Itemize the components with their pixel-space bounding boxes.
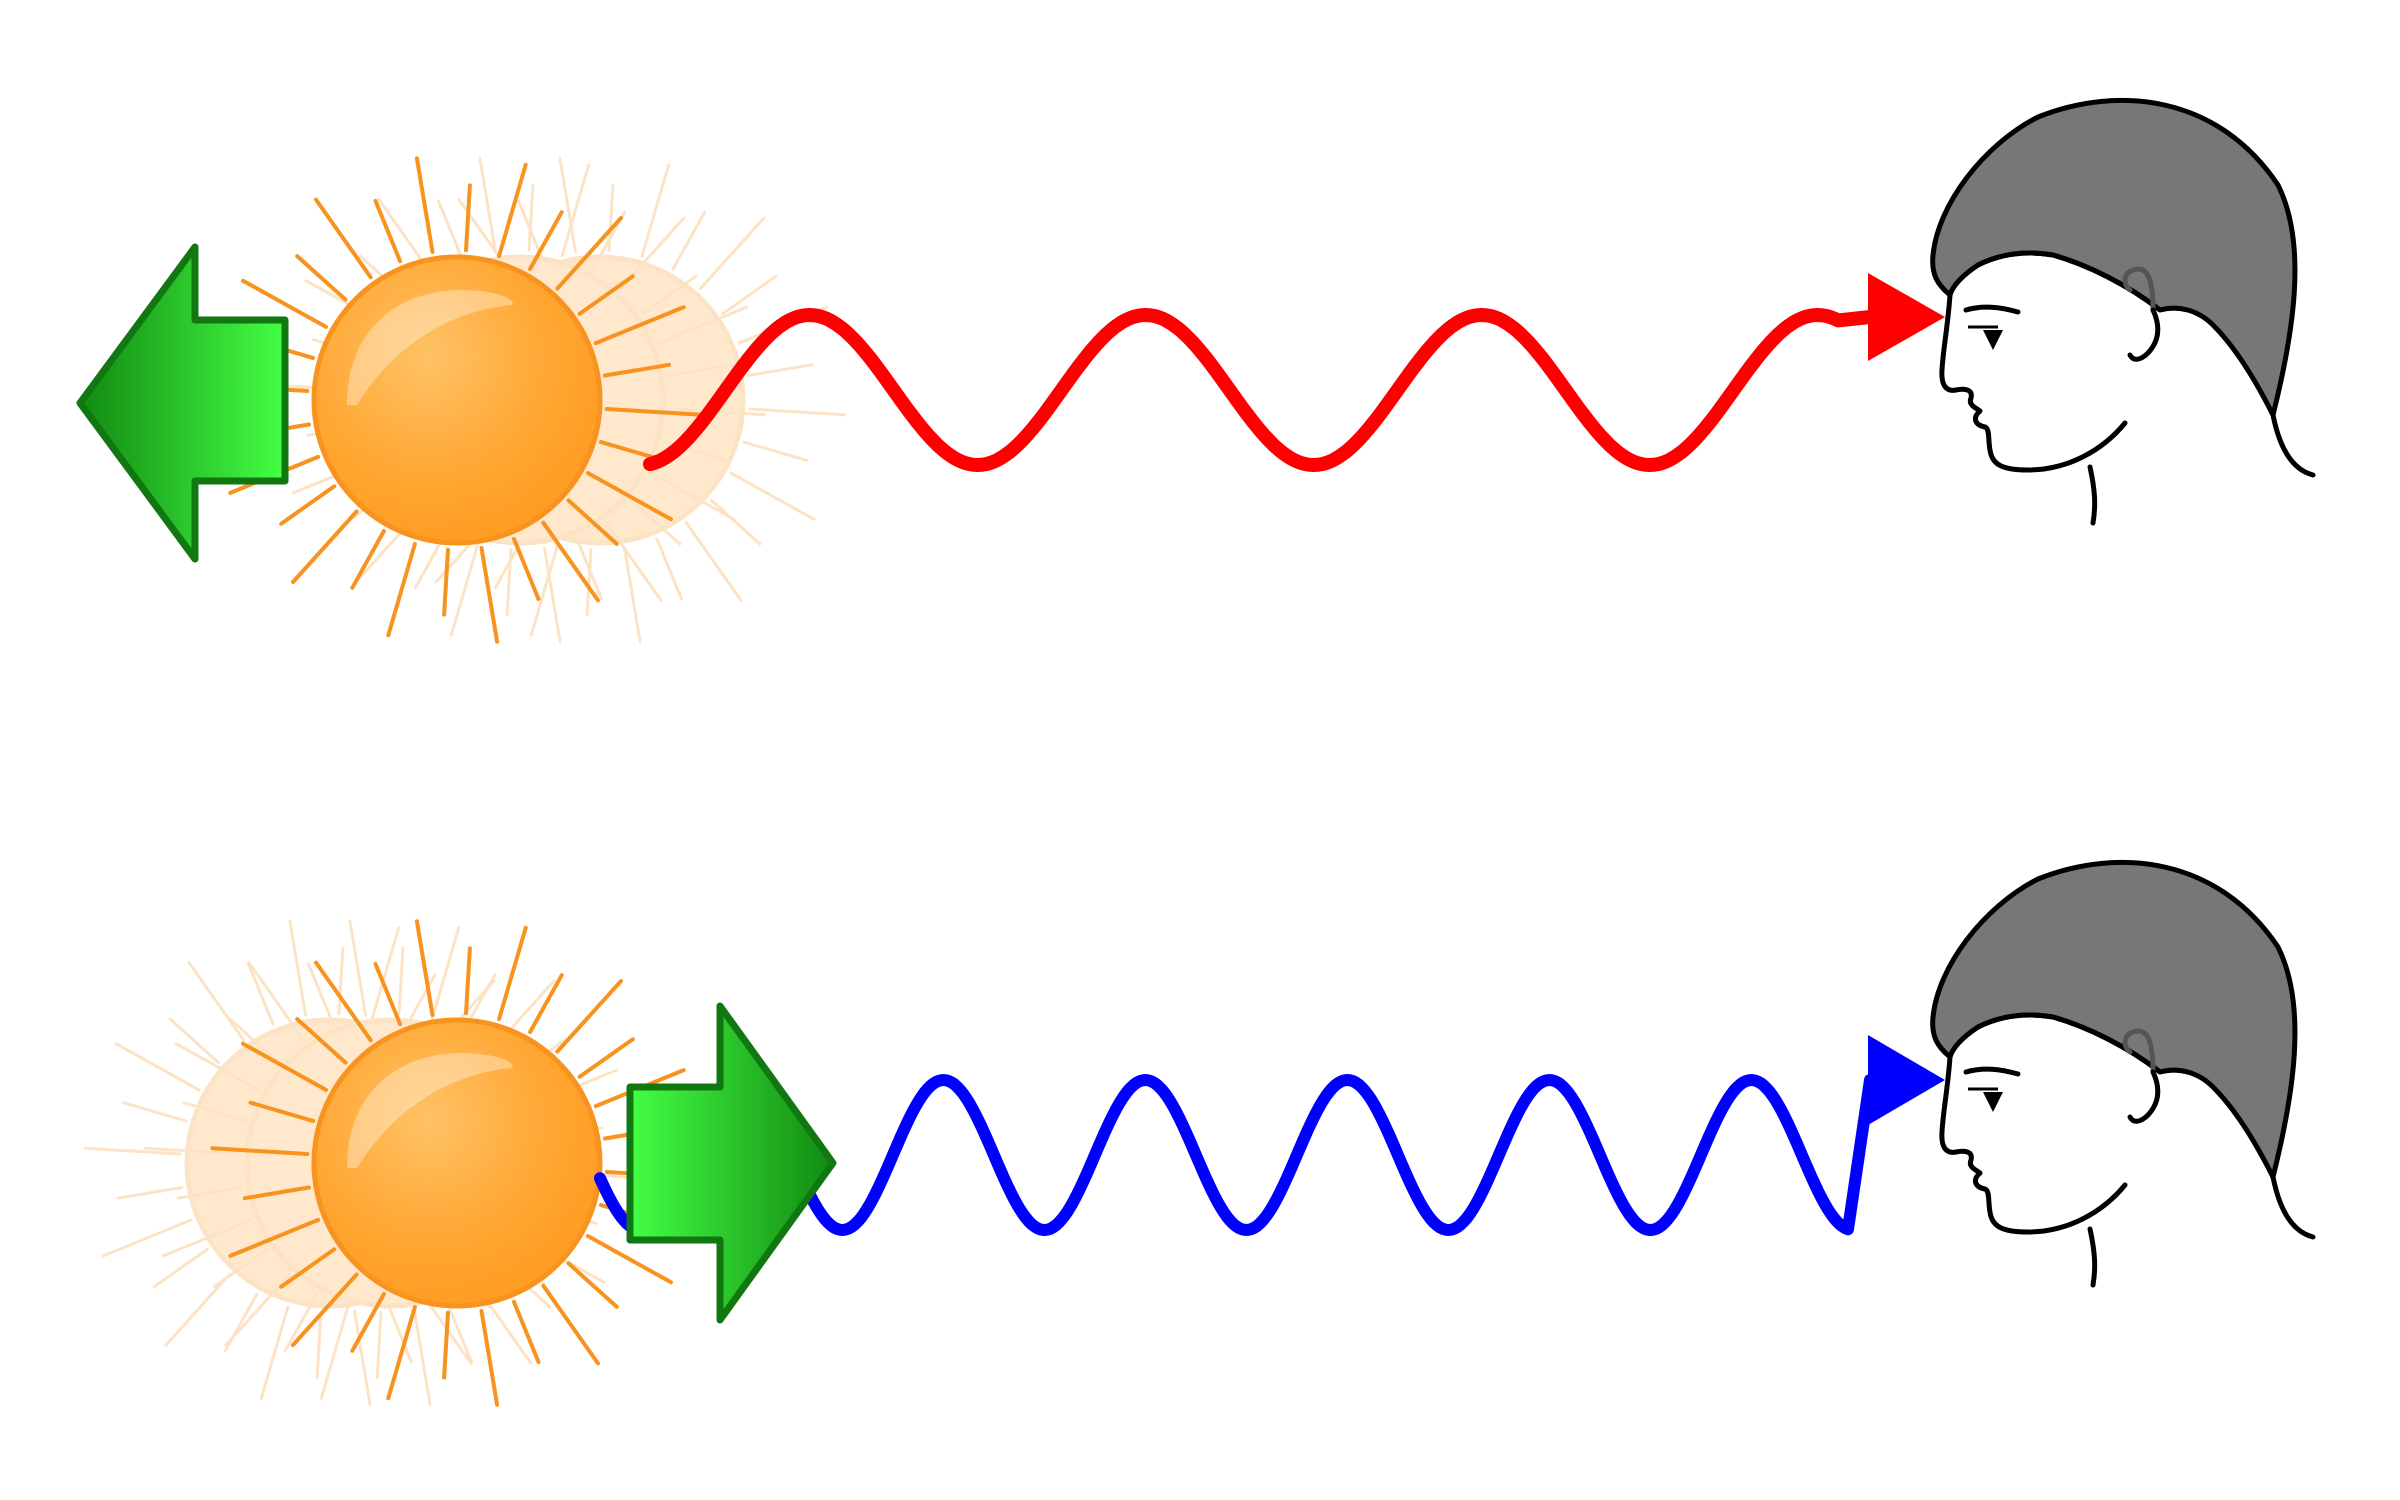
light-wave [643, 308, 1877, 472]
observer-head-icon [1933, 862, 2313, 1285]
row-receding [76, 100, 2313, 644]
motion-arrow-icon [626, 1002, 837, 1324]
motion-arrow-icon [76, 243, 289, 563]
row-approaching [83, 862, 2313, 1407]
observer-head-icon [1933, 100, 2313, 523]
star-icon [210, 919, 704, 1407]
wave-arrowhead [1868, 273, 1945, 361]
wave-arrowhead [1868, 1035, 1945, 1125]
